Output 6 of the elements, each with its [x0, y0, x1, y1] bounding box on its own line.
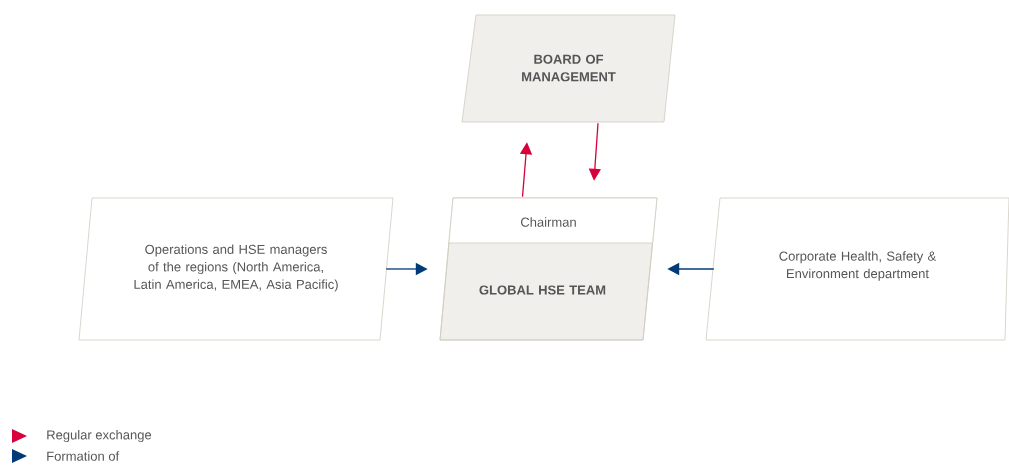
legend-label: Formation of: [47, 451, 120, 461]
parallelogram-box: Chairman GLOBAL HSE TEAM: [439, 197, 658, 341]
legend-label: Regular exchange: [47, 429, 152, 443]
parallelogram-box: Operations and HSE managers of the regions (North America, Latin America, EMEA, Asia Pacific): [78, 197, 394, 341]
parallelogram-box: Corporate Health, Safety & Environment department: [705, 197, 1009, 341]
parallelogram-box: BOARD OF MANAGEMENT: [461, 14, 676, 123]
